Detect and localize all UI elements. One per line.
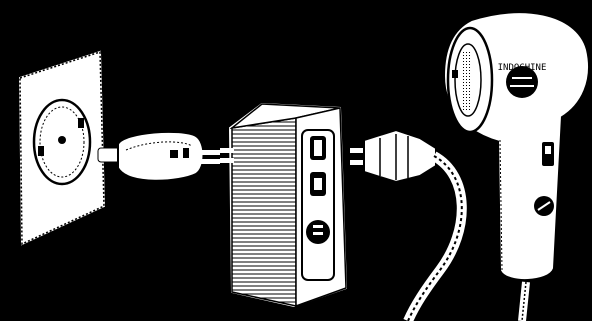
plug-adapter-icon — [98, 132, 220, 181]
logo-text: INDOCHINE — [498, 63, 547, 73]
wall-socket-icon — [20, 52, 104, 244]
hair-dryer-icon: INDOCHINE — [446, 14, 587, 321]
power-plug-icon — [350, 130, 462, 321]
voltage-converter-icon — [220, 104, 346, 306]
